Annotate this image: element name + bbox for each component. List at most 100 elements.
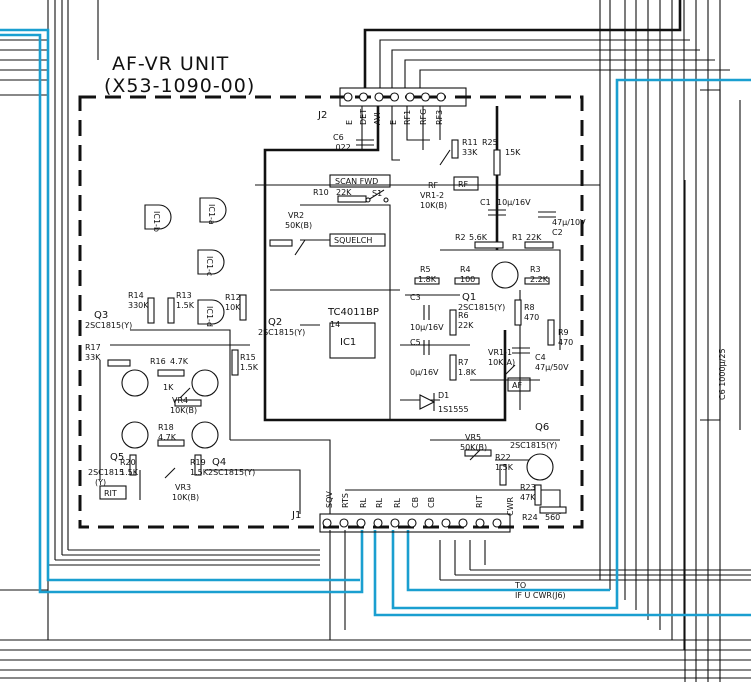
right-cap-label: C6 1000μ/25: [718, 348, 727, 400]
r16-pot-value: 1K: [163, 383, 174, 392]
transistor-q5-icon: [121, 421, 149, 449]
transistor-q2-icon: [191, 369, 219, 397]
vr4-value: 10K(B): [170, 406, 197, 415]
q3-ref: Q3: [94, 310, 108, 321]
c3-ref: C3: [410, 293, 421, 302]
j1-pin-5: [390, 518, 400, 528]
d1-type: 1S1555: [438, 405, 469, 414]
j2-pin-2: [358, 92, 369, 102]
r12-ref: R12: [225, 293, 241, 302]
vr2-ref: VR2: [288, 211, 304, 220]
scan-fwd-label: SCAN FWD: [335, 177, 378, 186]
r1-ref: R1: [512, 233, 523, 242]
j2-pin-e2: E: [389, 120, 398, 125]
q5-type: 2SC1815: [88, 468, 124, 477]
r4-ref: R4: [460, 265, 471, 274]
r3-ref: R3: [530, 265, 541, 274]
r25-ref: R25: [482, 138, 498, 147]
j1-pin-7: [424, 518, 434, 528]
ic1-type: TC4011BP: [327, 307, 379, 318]
transistor-q4-icon: [191, 421, 219, 449]
q1-type: 2SC1815(Y): [458, 303, 505, 312]
r16-value: 4.7K: [170, 357, 189, 366]
j2-pin-6: [420, 92, 431, 102]
r14-ref: R14: [128, 291, 144, 300]
vr1-1-ref: VR1-1: [488, 348, 512, 357]
af-box-label: AF: [512, 381, 522, 390]
vr5-value: 50K(B): [460, 443, 487, 452]
j1-pin-rl1: RL: [359, 497, 368, 508]
ic1-ref: IC1: [340, 337, 356, 348]
r9-ref: R9: [558, 328, 569, 337]
q2-type: 2SC1815(Y): [258, 328, 305, 337]
j1-pin-9: [458, 518, 468, 528]
r23-ref: R23: [520, 483, 536, 492]
rit-box-label: RIT: [104, 489, 117, 498]
c3-value: 10μ/16V: [410, 323, 444, 332]
gate-icon: [197, 299, 225, 325]
r15-value: 1.5K: [240, 363, 259, 372]
vr3-value: 10K(B): [172, 493, 199, 502]
r18-ref: R18: [158, 423, 174, 432]
vr1-1-value: 10K(A): [488, 358, 515, 367]
j1-pin-1: [322, 518, 332, 528]
q6-type: 2SC1815(Y): [510, 441, 557, 450]
r14-value: 330K: [128, 301, 149, 310]
j1-pin-11: [492, 518, 502, 528]
r11-value: 33K: [462, 148, 478, 157]
transistor-q3-icon: [121, 369, 149, 397]
r8-ref: R8: [524, 303, 535, 312]
r2-value: 5.6K: [469, 233, 488, 242]
r12-value: 10K: [225, 303, 241, 312]
r10-ref: R10: [313, 188, 329, 197]
r15-ref: R15: [240, 353, 256, 362]
vr1-2-ref: VR1-2: [420, 191, 444, 200]
gate-icon: [199, 197, 227, 223]
q5-grade: (Y): [95, 478, 106, 487]
c4-ref: C4: [535, 353, 546, 362]
r7-ref: R7: [458, 358, 469, 367]
j1-pin-cwr: CWR: [506, 497, 515, 516]
c2-value: 47μ/10V: [552, 218, 586, 227]
r18-value: 4.7K: [158, 433, 177, 442]
r3-value: 2.2K: [530, 275, 549, 284]
r11-ref: R11: [462, 138, 478, 147]
vr5-ref: VR5: [465, 433, 481, 442]
c4-value: 47μ/50V: [535, 363, 569, 372]
function-labels: SCAN FWD SQUELCH RF AF RIT: [99, 174, 531, 500]
r19-value: 1.5K: [190, 468, 209, 477]
vr2-value: 50K(B): [285, 221, 312, 230]
gate-c-label: IC1-c: [205, 256, 214, 276]
r7-value: 1.8K: [458, 368, 477, 377]
r20-ref: R20: [120, 458, 136, 467]
j1-ref: J1: [291, 510, 301, 521]
destination-name: IF U CWR(J6): [515, 591, 566, 600]
vr3-ref: VR3: [175, 483, 191, 492]
d1-ref: D1: [438, 391, 449, 400]
r13-ref: R13: [176, 291, 192, 300]
r22-ref: R22: [495, 453, 511, 462]
q5-ref: Q5: [110, 452, 124, 463]
r22-value: 1.5K: [495, 463, 514, 472]
gate-a-label: IC1-a: [207, 204, 216, 225]
r17-value: 33K: [85, 353, 101, 362]
j2-pin-5: [405, 92, 415, 102]
destination-to: TO: [514, 581, 526, 590]
r6-ref: R6: [458, 311, 469, 320]
squelch-label: SQUELCH: [334, 236, 372, 245]
gate-icon: [197, 249, 225, 275]
j1-pin-8: [441, 518, 451, 528]
c1-ref: C1: [480, 198, 491, 207]
r1-value: 22K: [526, 233, 542, 242]
r20-value: 1.5K: [120, 468, 139, 477]
gate-d-label: IC1-d: [205, 306, 214, 327]
r16-ref: R16: [150, 357, 166, 366]
c5-ref: C5: [410, 338, 421, 347]
r25-value: 15K: [505, 148, 521, 157]
j2-pin-3: [374, 92, 384, 102]
q1-ref: Q1: [462, 292, 476, 303]
unit-boundary: [78, 95, 584, 529]
r9-value: 470: [558, 338, 573, 347]
transistor-q1-icon: [491, 261, 519, 289]
